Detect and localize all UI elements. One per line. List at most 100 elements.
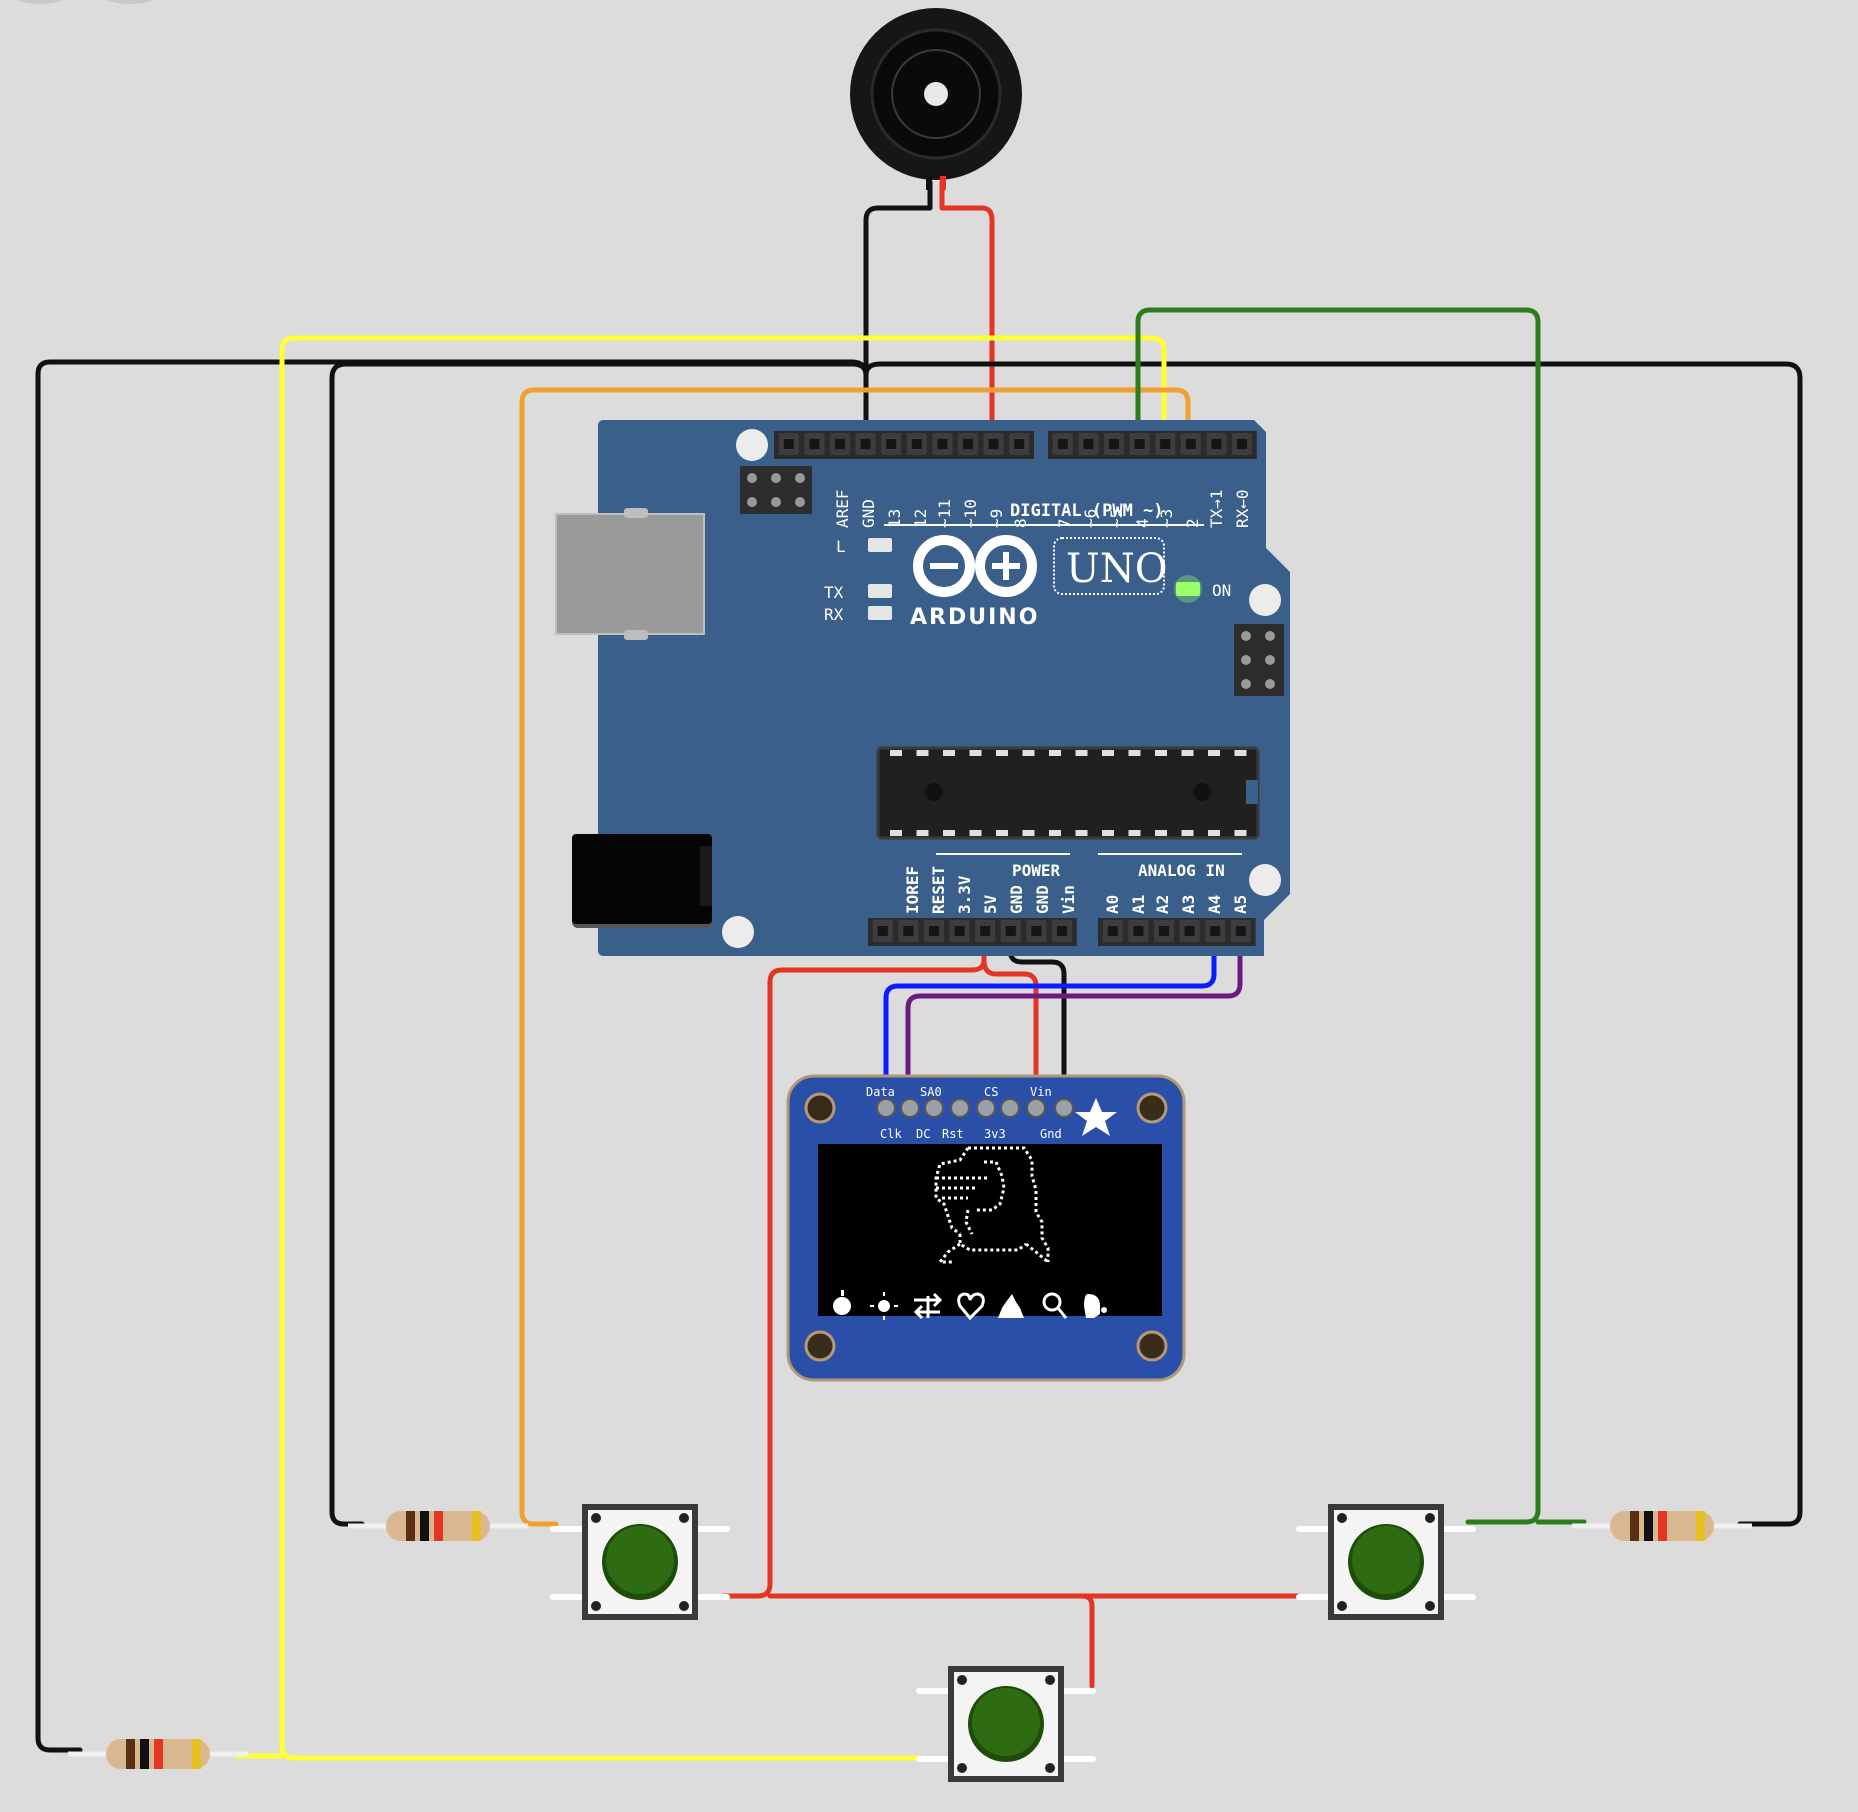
- heart-icon[interactable]: [957, 1292, 985, 1321]
- power-header: [868, 918, 1077, 946]
- oled-pin[interactable]: [924, 1098, 944, 1118]
- wire-orange-pin2[interactable]: [519, 387, 1191, 1527]
- swap-arrows-icon[interactable]: [913, 1292, 943, 1320]
- apple-icon[interactable]: [833, 1290, 851, 1315]
- power-led: [1176, 582, 1200, 596]
- analog-pin-label: A2: [1153, 895, 1172, 914]
- oled-label-gnd: Gnd: [1040, 1127, 1062, 1141]
- pushbutton-cap[interactable]: [606, 1526, 674, 1594]
- digital-pin-label: 7: [1055, 518, 1074, 528]
- digital-pin-label: ~6: [1081, 509, 1100, 528]
- digital-pin-label: ~10: [961, 499, 980, 528]
- digital-pin-label: 13: [885, 509, 904, 528]
- oled-mount-hole: [804, 1092, 836, 1124]
- oled-display-module[interactable]: Data SA0 CS Vin Clk DC Rst 3v3 Gnd: [786, 1074, 1186, 1382]
- oled-pin[interactable]: [900, 1098, 920, 1118]
- digital-pin-label: 8: [1011, 518, 1030, 528]
- icsp-header-left: [740, 466, 812, 514]
- poop-icon[interactable]: [998, 1294, 1024, 1318]
- oled-label-vin: Vin: [1030, 1085, 1052, 1099]
- resistor[interactable]: [1572, 1511, 1752, 1541]
- led-l-label: L: [836, 537, 846, 556]
- oled-label-dc: DC: [916, 1127, 930, 1141]
- wire-red-oled-vin[interactable]: [981, 957, 1039, 1111]
- led-l: [868, 538, 892, 552]
- digital-pin-label: ~11: [935, 499, 954, 528]
- analog-pin-label: A3: [1179, 895, 1198, 914]
- digital-pin-label: 12: [911, 509, 930, 528]
- resistor[interactable]: [348, 1511, 528, 1541]
- resistor[interactable]: [68, 1739, 248, 1769]
- oled-label-sa0: SA0: [920, 1085, 942, 1099]
- oled-pin[interactable]: [1054, 1098, 1074, 1118]
- digital-header-title: DIGITAL (PWM ~): [1010, 501, 1164, 521]
- skull-icon[interactable]: [1084, 1294, 1107, 1318]
- wire-gnd-left-inner[interactable]: [329, 361, 869, 1527]
- dc-power-jack: [572, 834, 712, 924]
- wire-buzzer-gnd[interactable]: [863, 179, 933, 448]
- wire-green-pin4[interactable]: [1135, 307, 1541, 1525]
- oled-pin[interactable]: [876, 1098, 896, 1118]
- oled-pin[interactable]: [1026, 1098, 1046, 1118]
- model-label: UNO: [1066, 546, 1168, 592]
- magnifier-icon[interactable]: [1042, 1292, 1068, 1319]
- piezo-buzzer[interactable]: [850, 8, 1022, 190]
- led-tx: [868, 584, 892, 598]
- pushbutton-cap[interactable]: [1352, 1526, 1420, 1594]
- wire-blue-a4[interactable]: [883, 927, 1217, 1111]
- oled-pin[interactable]: [976, 1098, 996, 1118]
- wire-purple-a5[interactable]: [905, 927, 1243, 1111]
- digital-pin-label: RX←0: [1233, 489, 1252, 528]
- on-label: ON: [1212, 581, 1231, 600]
- digital-pin-label: TX→1: [1207, 489, 1226, 528]
- analog-pin-label: A4: [1205, 895, 1224, 914]
- oled-pin[interactable]: [1000, 1098, 1020, 1118]
- arduino-uno-board[interactable]: DIGITAL (PWM ~) L TX RX ARDUINO UNO ON: [555, 420, 1290, 956]
- icsp-header-right: [1234, 624, 1284, 696]
- oled-mount-hole: [804, 1330, 836, 1362]
- analog-pin-label: A1: [1129, 895, 1148, 914]
- digital-pin-label: 4: [1133, 518, 1152, 528]
- led-tx-label: TX: [824, 583, 844, 602]
- analog-pin-label: A5: [1231, 895, 1250, 914]
- pushbutton[interactable]: [916, 1666, 1096, 1782]
- pushbutton[interactable]: [550, 1504, 730, 1620]
- mount-hole: [1249, 584, 1281, 616]
- usb-port: [555, 513, 705, 635]
- pushbutton-cap[interactable]: [972, 1688, 1040, 1756]
- toolbar-tab[interactable]: [104, 0, 156, 4]
- analog-header: [1098, 918, 1256, 946]
- oled-menu-bar: [833, 1290, 1107, 1321]
- pushbutton[interactable]: [1296, 1504, 1476, 1620]
- power-pin-label: 5V: [981, 894, 1000, 914]
- wire-yellow-pin3[interactable]: [279, 335, 1167, 1761]
- digital-header-left: [774, 431, 1034, 459]
- power-pin-label: 3.3V: [955, 875, 974, 914]
- oled-label-data: Data: [866, 1085, 895, 1099]
- toolbar-tab[interactable]: [14, 0, 66, 4]
- digital-pin-label: ~5: [1107, 509, 1126, 528]
- oled-screen: [818, 1144, 1162, 1316]
- power-pin-label: IOREF: [903, 866, 922, 914]
- digital-pin-label: ~3: [1157, 509, 1176, 528]
- mount-hole: [722, 916, 754, 948]
- digital-pin-label: AREF: [833, 489, 852, 528]
- oled-label-clk: Clk: [880, 1127, 902, 1141]
- digital-pin-label: 2: [1183, 518, 1202, 528]
- oled-label-3v3: 3v3: [984, 1127, 1006, 1141]
- wire-gnd-right[interactable]: [863, 361, 1803, 1527]
- oled-pin[interactable]: [950, 1098, 970, 1118]
- wire-buzzer-signal[interactable]: [939, 179, 995, 448]
- led-rx-label: RX: [824, 605, 844, 624]
- power-pin-label: GND: [1007, 885, 1026, 914]
- digital-header-right: [1048, 431, 1257, 459]
- sun-icon[interactable]: [870, 1292, 898, 1320]
- wire-red-5v-bus[interactable]: [721, 927, 987, 1599]
- oled-label-cs: CS: [984, 1085, 998, 1099]
- atmega-chip: [876, 746, 1260, 840]
- power-pin-label: GND: [1033, 885, 1052, 914]
- oled-mount-hole: [1136, 1330, 1168, 1362]
- digital-pin-label: GND: [859, 499, 878, 528]
- virtual-pet-sprite: [934, 1146, 1050, 1264]
